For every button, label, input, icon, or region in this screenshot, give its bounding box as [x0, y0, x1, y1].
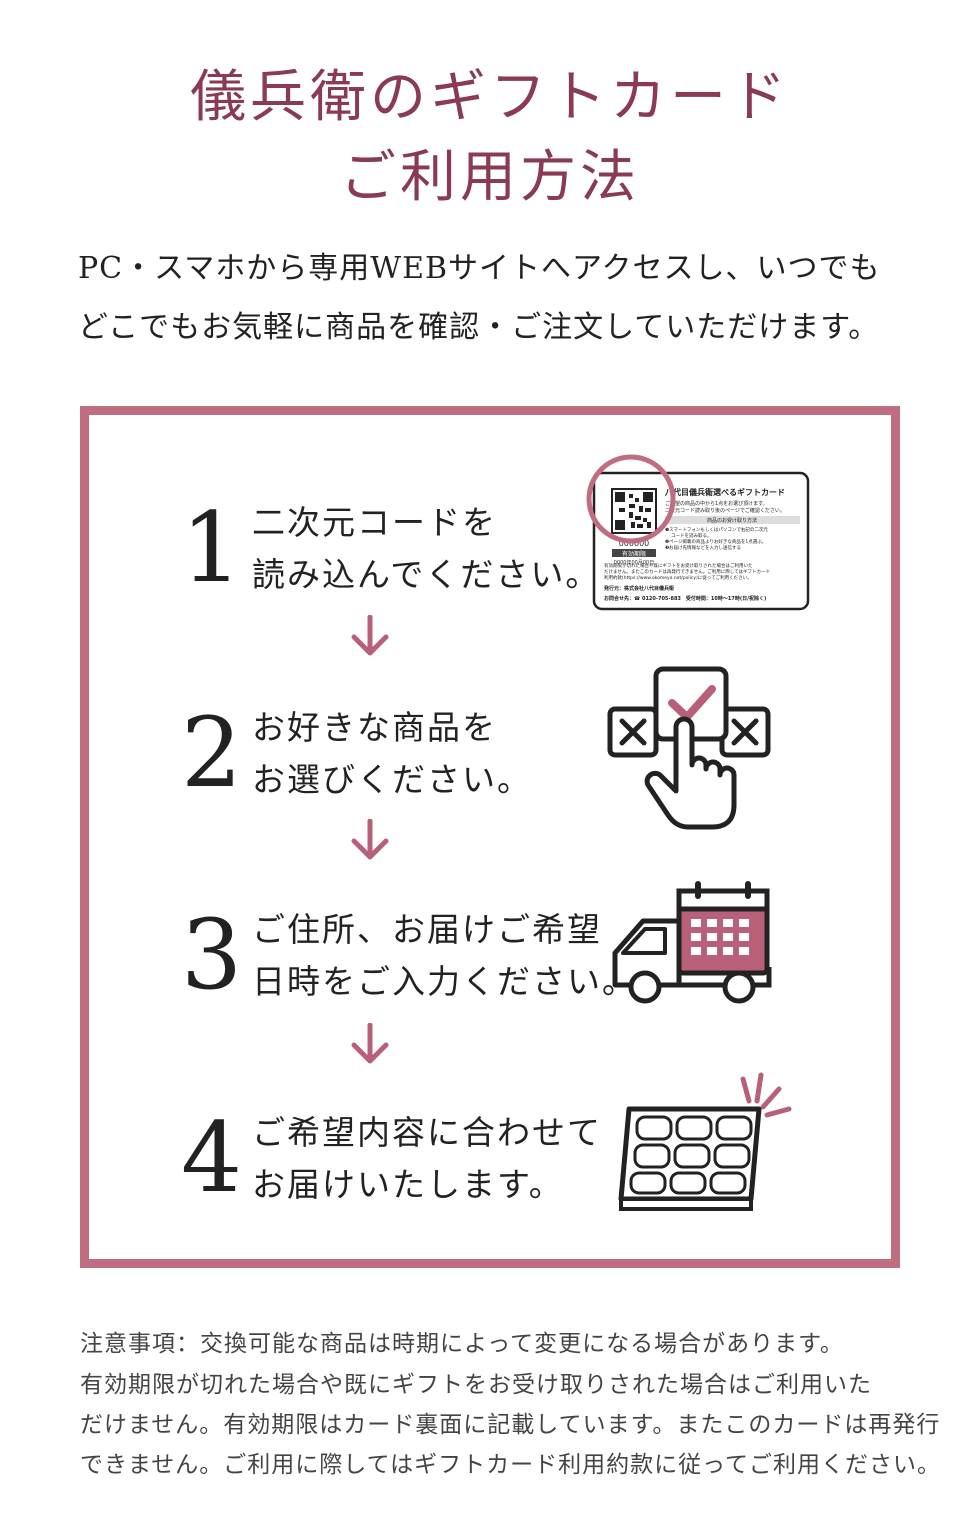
- page-subtitle: ご利用方法: [340, 145, 640, 210]
- steps-frame: 1 二次元コードを 読み込んでください。 000000 有効期限 0000年00…: [80, 406, 900, 1268]
- notice-line-1: 注意事項：交換可能な商品は時期によって変更になる場合があります。: [80, 1331, 844, 1357]
- arrow-down-icon: [351, 1023, 389, 1064]
- step-number: 3: [181, 899, 243, 1011]
- step-number: 4: [181, 1102, 243, 1214]
- card-desc-2: 二次元コード読み取り後のページでご確認ください。: [665, 507, 785, 514]
- select-checkmark-hand-icon: [607, 666, 771, 830]
- intro-line-2: どこでもお気軽に商品を確認・ご注文していただけます。: [78, 310, 880, 345]
- step-number: 2: [181, 697, 243, 809]
- card-step-1: ❶スマートフォンもしくはパソコンで右記の二次元: [665, 526, 768, 533]
- card-desc-1: ご希望の商品の中から1点をお選び頂けます。: [665, 500, 768, 507]
- arrow-down-icon: [351, 819, 389, 860]
- step-text-line-2: お選びください。: [252, 760, 532, 799]
- delivery-truck-calendar-icon: [612, 881, 772, 1004]
- card-step-2: ❷ページ掲載の商品よりお好きな商品を1点選ぶ。: [665, 538, 766, 545]
- step-text-line-1: お好きな商品を: [252, 708, 497, 747]
- step-3: 3 ご住所、お届けご希望 日時をご入力ください。: [89, 907, 909, 1047]
- card-issuer: 発行元：株式会社八代目儀兵衛: [603, 585, 674, 592]
- card-title: 八代目儀兵衛選べるギフトカード: [664, 487, 785, 497]
- step-text-line-1: ご住所、お届けご希望: [252, 910, 602, 949]
- step-4: 4 ご希望内容に合わせて お届けいたします。: [89, 1110, 909, 1250]
- notice-line-2: 有効期限が切れた場合や既にギフトをお受け取りされた場合はご利用いた: [80, 1372, 872, 1398]
- card-step-3: ❸お届け先情報などを入力し送信する: [665, 544, 741, 551]
- gift-card-qr-icon: 000000 有効期限 0000年00月00日 八代目儀兵衛選べるギフトカード …: [586, 454, 810, 611]
- card-contact: お問合せ先：☎ 0120-705-883 受付時間：10時〜17時(日/祝除く): [604, 595, 766, 602]
- card-step-1b: コードを読み取る。: [671, 532, 712, 539]
- step-1: 1 二次元コードを 読み込んでください。: [89, 500, 909, 640]
- card-note-2: だけません。またこのカードは再発行できません。ご利用に際してはギフトカード: [604, 568, 770, 575]
- step-text-line-2: お届けいたします。: [252, 1165, 564, 1204]
- step-text-line-2: 日時をご入力ください。: [252, 962, 637, 1001]
- card-note-1: 有効期限が切れた場合や既にギフトをお受け取りされた場合はご利用いた: [604, 562, 753, 569]
- page-title: 儀兵衛のギフトカード: [190, 65, 790, 130]
- card-code: 000000: [619, 539, 650, 548]
- step-text-line-1: 二次元コードを: [252, 503, 497, 542]
- notice-line-3: だけません。有効期限はカード裏面に記載しています。またこのカードは再発行: [80, 1412, 941, 1438]
- card-expiry: 0000年00月00日: [614, 559, 654, 566]
- step-text-line-2: 読み込んでください。: [252, 555, 601, 594]
- card-section: 商品のお受け取り方法: [707, 517, 757, 524]
- card-expiry-label: 有効期限: [622, 550, 646, 558]
- arrow-down-icon: [351, 615, 389, 656]
- step-2: 2 お好きな商品を お選びください。: [89, 705, 909, 845]
- intro-line-1: PC・スマホから専用WEBサイトへアクセスし、いつでも: [78, 251, 881, 286]
- step-text-line-1: ご希望内容に合わせて: [252, 1113, 602, 1152]
- rice-box-icon: [618, 1072, 792, 1211]
- notice-line-4: できません。ご利用に際してはギフトカード利用約款に従ってご利用ください。: [80, 1452, 942, 1478]
- card-note-3: 利用約款(https://www.okomeya.net/policy)に従って…: [604, 574, 752, 581]
- step-number: 1: [181, 492, 243, 604]
